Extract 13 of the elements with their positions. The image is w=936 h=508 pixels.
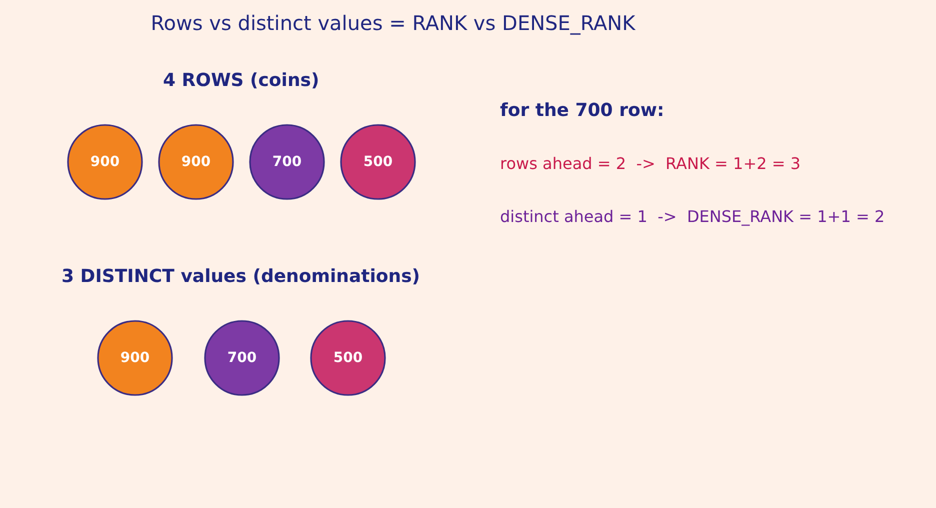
coin-value: 500 bbox=[363, 153, 393, 171]
dense-rank-note: distinct ahead = 1 -> DENSE_RANK = 1+1 = 2 bbox=[500, 206, 885, 228]
section-heading: 4 ROWS (coins) bbox=[163, 70, 320, 92]
coin-value: 900 bbox=[90, 153, 120, 171]
coin-value: 700 bbox=[227, 349, 257, 367]
coin-value: 500 bbox=[333, 349, 363, 367]
coin-value: 900 bbox=[181, 153, 211, 171]
coin-value: 900 bbox=[120, 349, 150, 367]
note-heading: for the 700 row: bbox=[500, 100, 664, 122]
rank-note: rows ahead = 2 -> RANK = 1+2 = 3 bbox=[500, 153, 801, 175]
title: Rows vs distinct values = RANK vs DENSE_RANK bbox=[150, 10, 636, 36]
section-heading: 3 DISTINCT values (denominations) bbox=[62, 266, 420, 288]
coin-value: 700 bbox=[272, 153, 302, 171]
